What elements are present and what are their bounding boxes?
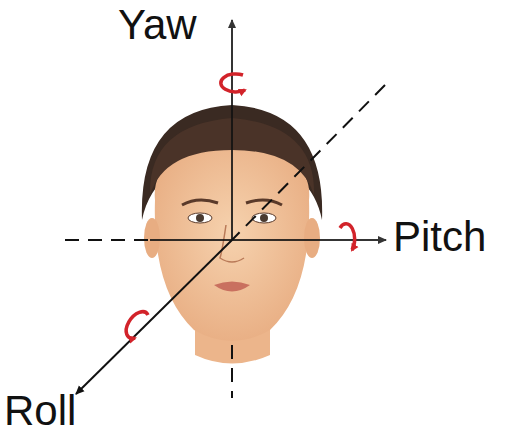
axis-label: Yaw	[118, 2, 197, 48]
axis-label: Pitch	[393, 214, 486, 260]
axis-label: Roll	[4, 388, 76, 434]
